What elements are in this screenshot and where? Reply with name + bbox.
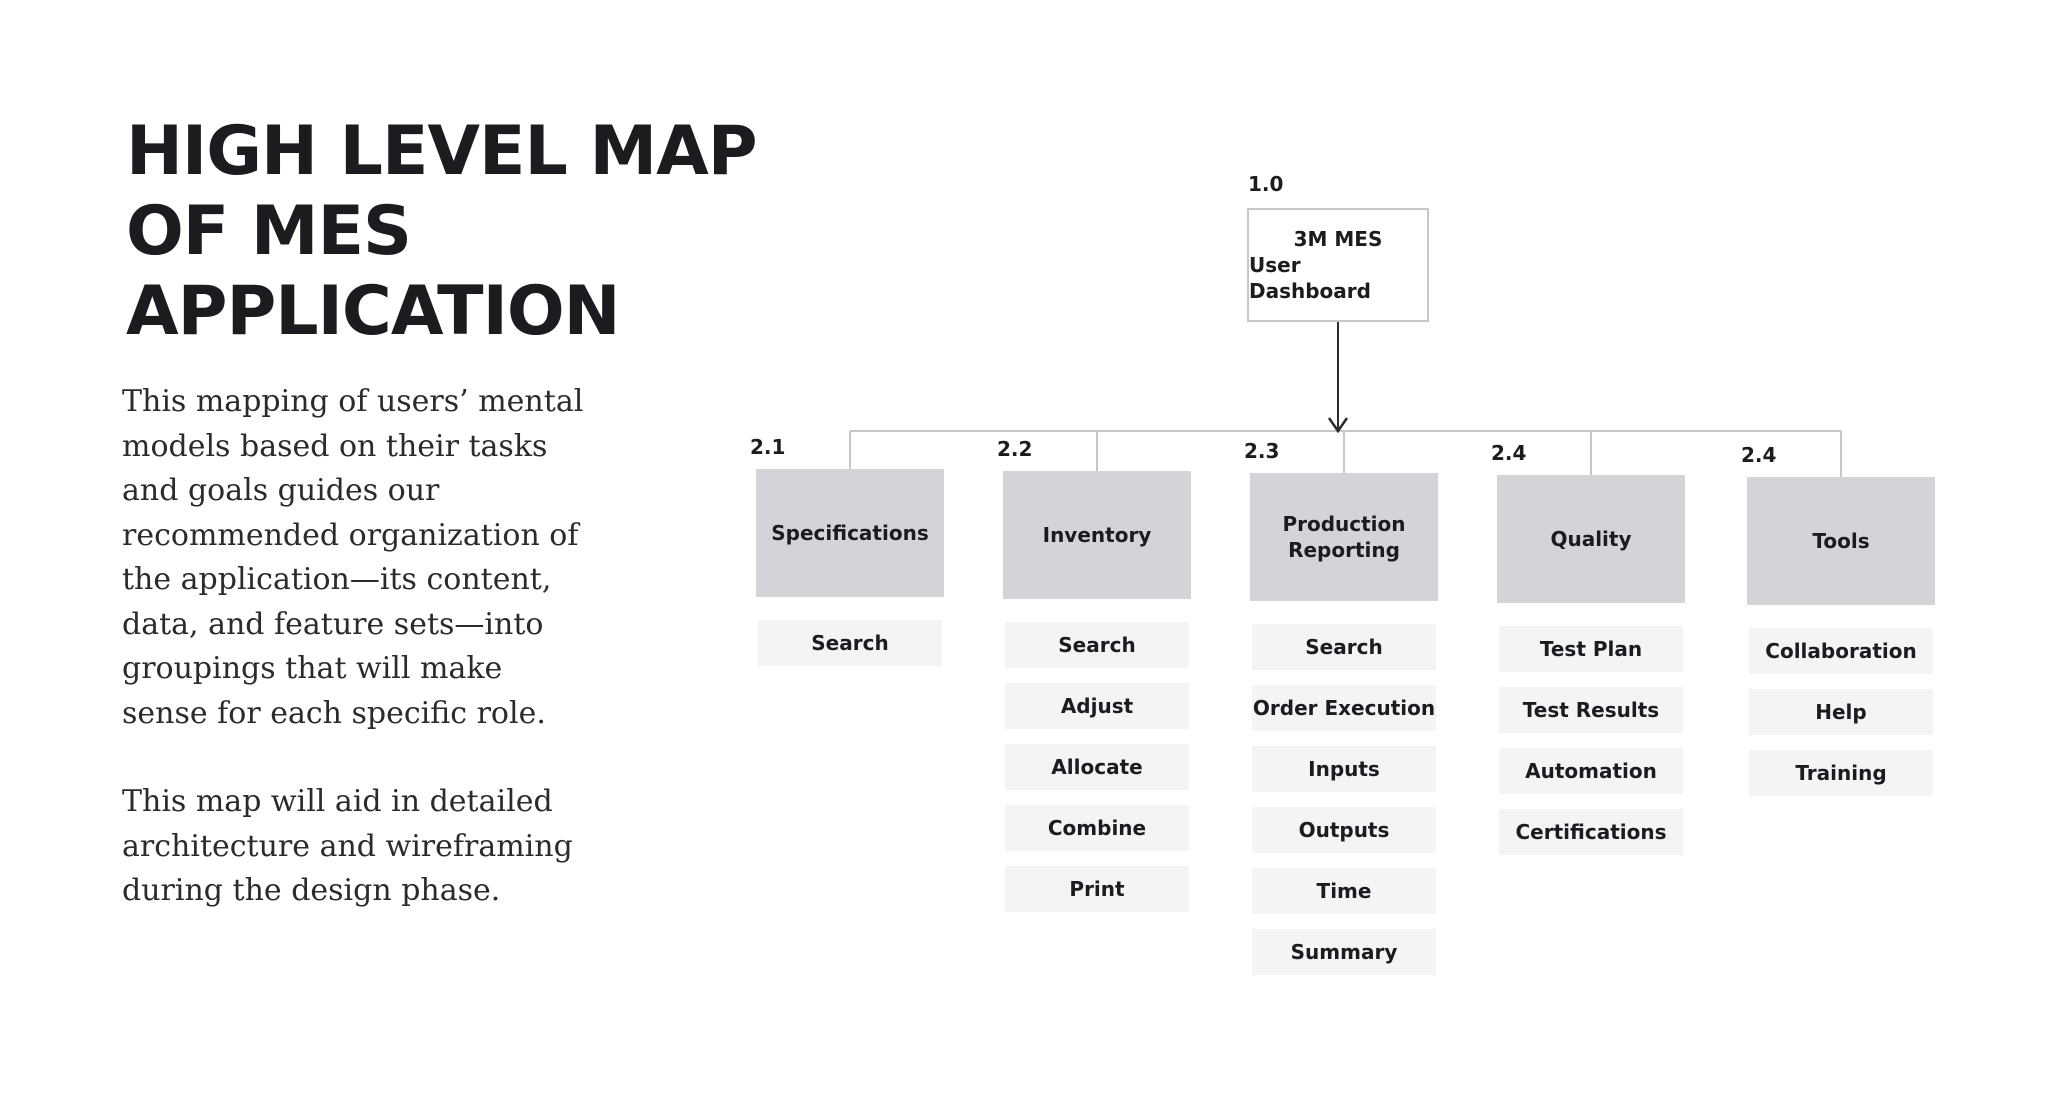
intro-paragraph: This mapping of users’ mental models bas… bbox=[122, 380, 642, 736]
category-number: 2.2 bbox=[997, 437, 1033, 461]
intro-line: during the design phase. bbox=[122, 873, 501, 908]
category-label-line: Tools bbox=[1812, 529, 1870, 553]
title-line: APPLICATION bbox=[126, 272, 621, 351]
intro-line: models based on their tasks bbox=[122, 428, 548, 464]
category-node: Specifications bbox=[756, 469, 944, 597]
page-title: HIGH LEVEL MAP OF MES APPLICATION bbox=[126, 112, 758, 352]
root-number: 1.0 bbox=[1248, 172, 1284, 196]
sub-item: Collaboration bbox=[1749, 628, 1933, 674]
title-line: OF MES bbox=[126, 192, 412, 271]
intro-line: the application—its content, bbox=[122, 562, 552, 597]
sub-item: Outputs bbox=[1252, 807, 1436, 853]
root-node: 3M MES User Dashboard bbox=[1247, 208, 1429, 322]
category-node: Inventory bbox=[1003, 471, 1191, 599]
intro-line: architecture and wireframing bbox=[122, 828, 573, 864]
sub-item: Order Execution bbox=[1252, 685, 1436, 731]
sub-item: Help bbox=[1749, 689, 1933, 735]
sub-item: Training bbox=[1749, 750, 1933, 796]
sub-item: Combine bbox=[1005, 805, 1189, 851]
sub-item: Test Plan bbox=[1499, 626, 1683, 672]
category-label-line: Specifications bbox=[771, 521, 929, 545]
sub-item: Time bbox=[1252, 868, 1436, 914]
sub-item: Search bbox=[1005, 622, 1189, 668]
intro-line: groupings that will make bbox=[122, 651, 503, 686]
root-label-line: 3M MES bbox=[1293, 227, 1383, 251]
sub-item: Inputs bbox=[1252, 746, 1436, 792]
category-number: 2.4 bbox=[1741, 443, 1777, 467]
title-line: HIGH LEVEL MAP bbox=[126, 112, 758, 191]
category-number: 2.4 bbox=[1491, 441, 1527, 465]
category-label-line: Production bbox=[1282, 512, 1406, 536]
intro-line: data, and feature sets—into bbox=[122, 606, 544, 642]
sub-item: Allocate bbox=[1005, 744, 1189, 790]
intro-line: This map will aid in detailed bbox=[122, 784, 553, 819]
arrowhead bbox=[1327, 417, 1349, 434]
sub-item: Search bbox=[758, 620, 942, 666]
category-label-line: Inventory bbox=[1042, 523, 1152, 547]
sub-item: Search bbox=[1252, 624, 1436, 670]
category-label-line: Quality bbox=[1550, 527, 1632, 551]
category-label-line: Reporting bbox=[1288, 538, 1400, 562]
sub-item: Certifications bbox=[1499, 809, 1683, 855]
root-label-line: User Dashboard bbox=[1249, 253, 1371, 303]
intro-line: This mapping of users’ mental bbox=[122, 384, 584, 419]
sub-item: Adjust bbox=[1005, 683, 1189, 729]
intro-line: sense for each specific role. bbox=[122, 695, 546, 731]
category-node: Quality bbox=[1497, 475, 1685, 603]
intro-line: and goals guides our bbox=[122, 473, 440, 508]
sub-item: Summary bbox=[1252, 929, 1436, 975]
intro-line: recommended organization of bbox=[122, 517, 579, 553]
category-node: Tools bbox=[1747, 477, 1935, 605]
category-number: 2.3 bbox=[1244, 439, 1280, 463]
sub-item: Test Results bbox=[1499, 687, 1683, 733]
sub-item: Print bbox=[1005, 866, 1189, 912]
intro-paragraph-2: This map will aid in detailed architectu… bbox=[122, 780, 642, 914]
category-number: 2.1 bbox=[750, 435, 786, 459]
sub-item: Automation bbox=[1499, 748, 1683, 794]
